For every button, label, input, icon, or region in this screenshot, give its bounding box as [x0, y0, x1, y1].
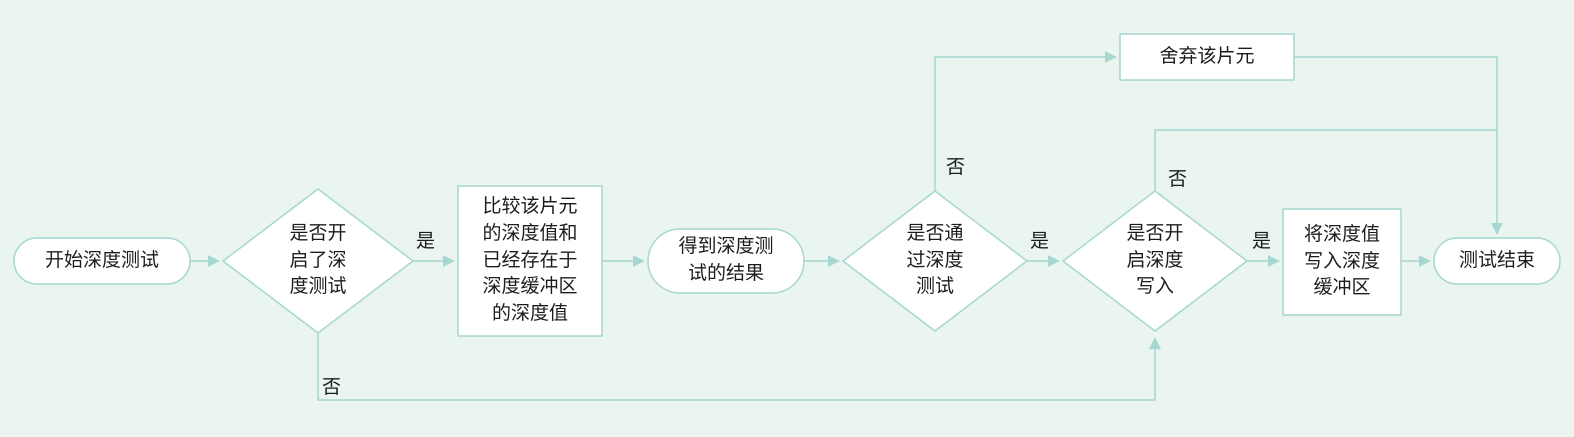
edge-check-enabled-no-to-check-write — [317, 333, 1161, 401]
node-discard-shape — [1119, 33, 1295, 81]
node-end-shape — [1433, 237, 1561, 285]
node-result-shape — [647, 228, 805, 294]
node-compare-shape — [457, 185, 603, 337]
edge-check-write-no-to-end — [1154, 129, 1497, 191]
edge-discard-to-end — [1294, 56, 1503, 235]
node-write-shape — [1282, 208, 1402, 316]
node-check-write-shape — [1061, 190, 1249, 332]
node-check-enabled-shape — [221, 188, 415, 334]
node-check-pass-shape — [841, 190, 1029, 332]
node-start-shape — [13, 237, 191, 285]
edge-check-pass-no-to-discard — [934, 51, 1117, 191]
